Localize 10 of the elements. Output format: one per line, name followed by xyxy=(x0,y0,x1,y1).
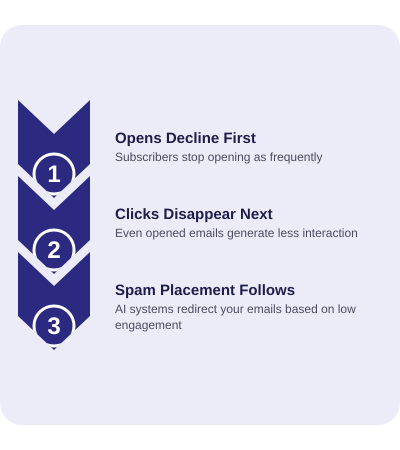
step-description: AI systems redirect your emails based on low engagement xyxy=(115,301,357,333)
step-description: Subscribers stop opening as frequently xyxy=(115,149,322,165)
chevron-shape xyxy=(18,100,90,198)
step-number: 3 xyxy=(47,314,61,340)
step-heading: Clicks Disappear Next xyxy=(115,206,273,224)
step-number: 2 xyxy=(47,238,61,264)
step-heading: Opens Decline First xyxy=(115,130,256,148)
step-number: 1 xyxy=(47,162,61,188)
step-description: Even opened emails generate less interaction xyxy=(115,225,358,241)
step-heading: Spam Placement Follows xyxy=(115,282,296,300)
